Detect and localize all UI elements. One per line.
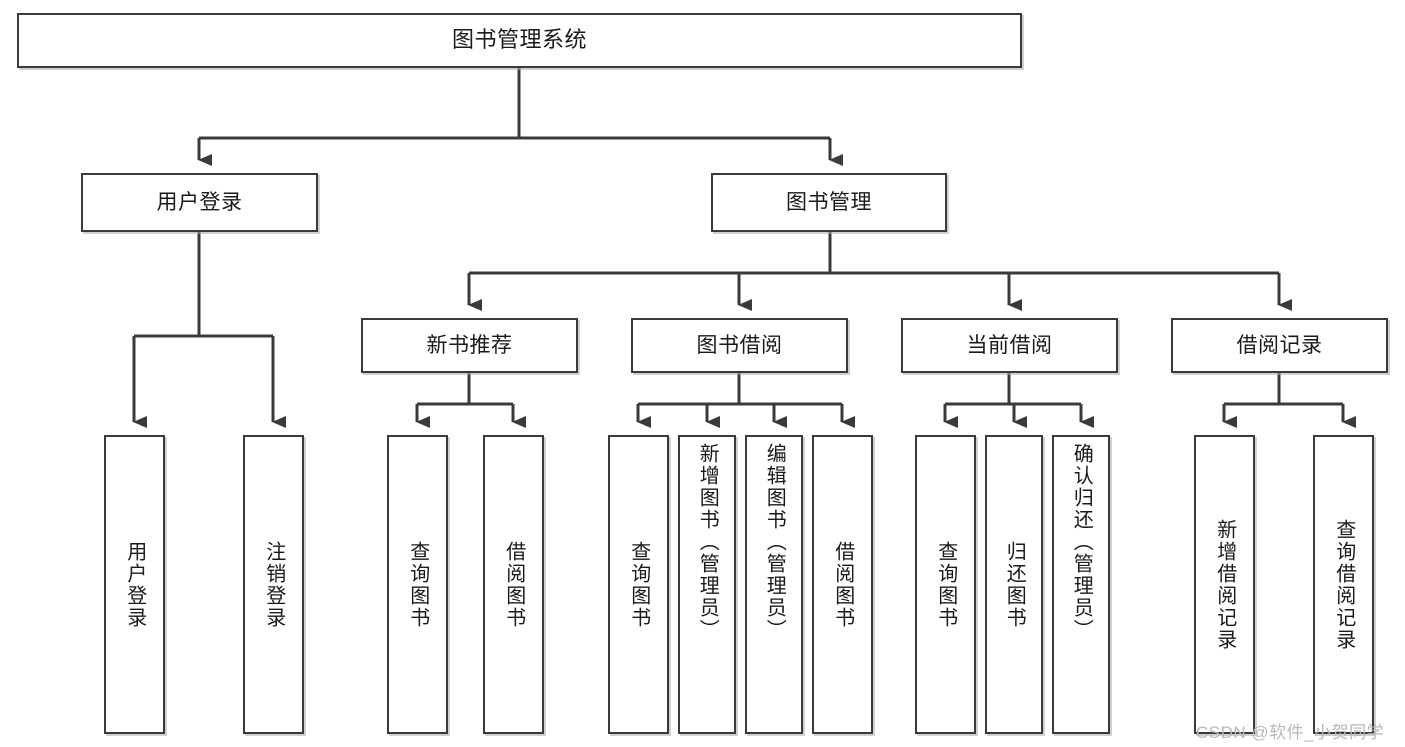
- node-leaf-query-borrow-record-label: 查询借阅记录: [1332, 518, 1355, 651]
- node-leaf-logout-login-label: 注销登录: [262, 540, 285, 629]
- node-root-label: 图书管理系统: [451, 27, 587, 53]
- node-leaf-query-borrow-record[interactable]: 查询借阅记录: [1313, 435, 1374, 734]
- node-leaf-return-book[interactable]: 归还图书: [985, 435, 1043, 734]
- csdn-watermark: CSDN @软件_小贺同学: [1196, 723, 1385, 742]
- node-leaf-user-login-label: 用户登录: [123, 540, 146, 629]
- node-leaf-query-book-2[interactable]: 查询图书: [608, 435, 669, 734]
- node-leaf-edit-book-admin[interactable]: 编辑图书（管理员）: [745, 435, 803, 734]
- node-leaf-logout-login[interactable]: 注销登录: [243, 435, 304, 734]
- node-root[interactable]: 图书管理系统: [17, 13, 1022, 68]
- node-new-book-recommend-label: 新书推荐: [426, 333, 513, 357]
- node-book-borrow-label: 图书借阅: [696, 333, 783, 357]
- node-leaf-query-book-2-label: 查询图书: [627, 540, 650, 629]
- node-borrow-record[interactable]: 借阅记录: [1171, 318, 1388, 373]
- node-leaf-add-borrow-record[interactable]: 新增借阅记录: [1194, 435, 1255, 734]
- node-leaf-return-book-label: 归还图书: [1003, 540, 1026, 629]
- node-leaf-query-book-3-label: 查询图书: [934, 540, 957, 629]
- node-book-manage-label: 图书管理: [786, 190, 872, 214]
- node-current-borrow[interactable]: 当前借阅: [901, 318, 1118, 373]
- node-leaf-borrow-book-1-label: 借阅图书: [502, 540, 525, 629]
- node-user-login[interactable]: 用户登录: [81, 173, 318, 232]
- node-leaf-edit-book-admin-label: 编辑图书（管理员）: [763, 443, 786, 641]
- node-new-book-recommend[interactable]: 新书推荐: [361, 318, 578, 373]
- node-leaf-query-book-1-label: 查询图书: [406, 540, 429, 629]
- node-leaf-confirm-return-admin-label: 确认归还（管理员）: [1070, 443, 1093, 641]
- node-borrow-record-label: 借阅记录: [1236, 333, 1323, 357]
- node-leaf-query-book-1[interactable]: 查询图书: [387, 435, 448, 734]
- node-book-manage[interactable]: 图书管理: [711, 173, 947, 232]
- node-leaf-add-borrow-record-label: 新增借阅记录: [1213, 518, 1236, 651]
- node-leaf-add-book-admin-label: 新增图书（管理员）: [696, 443, 719, 641]
- node-leaf-borrow-book-2-label: 借阅图书: [831, 540, 854, 629]
- node-leaf-add-book-admin[interactable]: 新增图书（管理员）: [678, 435, 736, 734]
- node-leaf-borrow-book-2[interactable]: 借阅图书: [812, 435, 873, 734]
- node-leaf-borrow-book-1[interactable]: 借阅图书: [483, 435, 544, 734]
- node-leaf-user-login[interactable]: 用户登录: [104, 435, 165, 734]
- node-leaf-query-book-3[interactable]: 查询图书: [915, 435, 976, 734]
- node-leaf-confirm-return-admin[interactable]: 确认归还（管理员）: [1052, 435, 1110, 734]
- node-current-borrow-label: 当前借阅: [966, 333, 1053, 357]
- node-book-borrow[interactable]: 图书借阅: [631, 318, 848, 373]
- node-user-login-label: 用户登录: [156, 190, 243, 214]
